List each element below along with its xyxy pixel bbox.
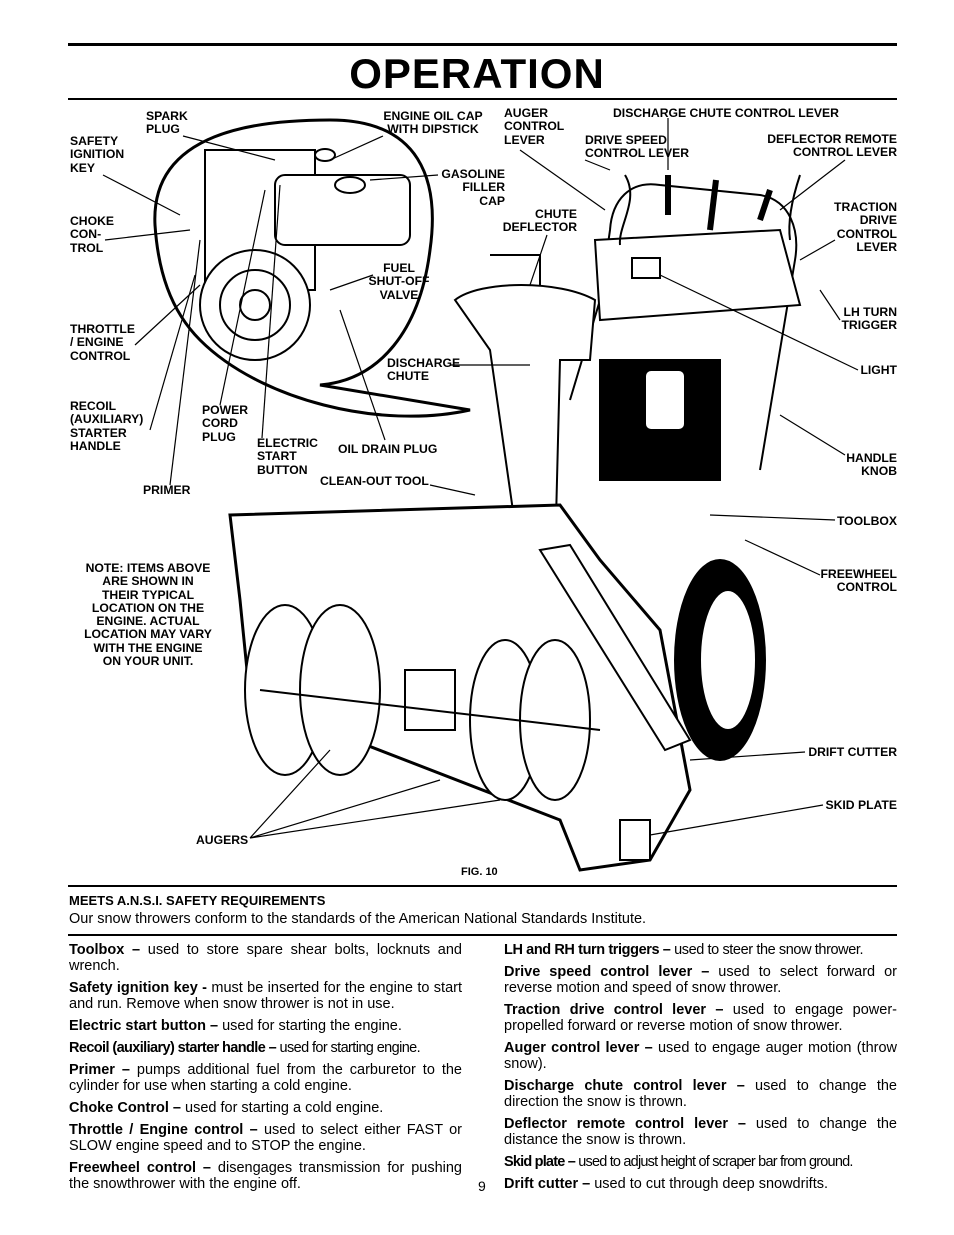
- def-deflector: Deflector remote control lever – used to…: [504, 1116, 897, 1148]
- def-recoil: Recoil (auxiliary) starter handle – used…: [69, 1040, 421, 1056]
- label-light: LIGHT: [860, 363, 897, 377]
- label-freewheel: FREEWHEEL CONTROL: [820, 567, 897, 595]
- label-oil-cap: ENGINE OIL CAP WITH DIPSTICK: [383, 109, 483, 137]
- label-primer: PRIMER: [143, 483, 191, 497]
- label-augers: AUGERS: [196, 833, 249, 847]
- label-power-cord: POWER CORD PLUG: [202, 403, 249, 444]
- light-housing: [631, 257, 661, 279]
- gearbox: [404, 669, 456, 731]
- label-spark-plug: SPARK PLUG: [146, 109, 188, 137]
- handle-left-arm: [569, 183, 798, 471]
- label-chute-lever: DISCHARGE CHUTE CONTROL LEVER: [613, 106, 839, 120]
- def-traction: Traction drive control lever – used to e…: [504, 1002, 897, 1034]
- label-auger-lever: AUGER CONTROL LEVER: [504, 106, 565, 147]
- right-column: LH and RH turn triggers – used to steer …: [504, 942, 897, 1198]
- label-choke: CHOKE CON- TROL: [70, 214, 115, 255]
- label-chute-deflector: CHUTE DEFLECTOR: [502, 207, 577, 235]
- left-column: Toolbox – used to store spare shear bolt…: [69, 942, 462, 1198]
- skid-plate: [619, 819, 651, 861]
- flywheel: [199, 249, 311, 361]
- title-rule: [68, 98, 897, 100]
- def-drift-cutter: Drift cutter – used to cut through deep …: [504, 1176, 829, 1192]
- wheel: [674, 559, 766, 761]
- auger-1: [244, 604, 326, 776]
- fuel-tank: [274, 174, 411, 246]
- label-fuel-valve: FUEL SHUT-OFF VALVE: [368, 261, 430, 302]
- label-recoil: RECOIL (AUXILIARY) STARTER HANDLE: [70, 399, 144, 453]
- def-primer: Primer – pumps additional fuel from the …: [69, 1062, 462, 1094]
- label-lh-trigger: LH TURN TRIGGER: [841, 305, 897, 333]
- label-safety-key: SAFETY IGNITION KEY: [70, 134, 125, 175]
- def-toolbox: Toolbox – used to store spare shear bolt…: [69, 942, 462, 974]
- auger-2: [299, 604, 381, 776]
- page-title: OPERATION: [349, 50, 605, 97]
- def-throttle: Throttle / Engine control – used to sele…: [69, 1122, 462, 1154]
- figure-bottom-rule: [68, 885, 897, 887]
- label-discharge-chute: DISCHARGE CHUTE: [387, 356, 461, 384]
- def-choke: Choke Control – used for starting a cold…: [69, 1100, 384, 1116]
- label-traction-lever: TRACTION DRIVE CONTROL LEVER: [834, 200, 897, 254]
- auger-4: [519, 639, 591, 801]
- drift-cutter-blade: [538, 543, 692, 752]
- chute: [453, 284, 597, 561]
- label-oil-drain: OIL DRAIN PLUG: [338, 442, 438, 456]
- label-throttle: THROTTLE / ENGINE CONTROL: [70, 322, 135, 363]
- def-drive-speed: Drive speed control lever – used to sele…: [504, 964, 897, 996]
- auger-3: [469, 639, 541, 801]
- def-electric-start: Electric start button – used for startin…: [69, 1018, 402, 1034]
- section-rule: [68, 934, 897, 936]
- top-rule: [68, 43, 897, 46]
- def-turn-triggers: LH and RH turn triggers – used to steer …: [504, 942, 864, 958]
- def-freewheel: Freewheel control – disengages transmiss…: [69, 1160, 462, 1192]
- label-skid-plate: SKID PLATE: [825, 798, 897, 812]
- def-skid-plate: Skid plate – used to adjust height of sc…: [504, 1154, 853, 1170]
- label-gas-cap: GASOLINE FILLER CAP: [441, 167, 505, 208]
- label-electric-start: ELECTRIC START BUTTON: [257, 436, 318, 477]
- page-number: 9: [478, 1178, 486, 1194]
- figure-note: NOTE: ITEMS ABOVE ARE SHOWN IN THEIR TYP…: [84, 561, 212, 669]
- figure-caption: FIG. 10: [461, 866, 498, 878]
- def-chute-lever: Discharge chute control lever – used to …: [504, 1078, 897, 1110]
- control-panel: [593, 228, 802, 322]
- label-drift-cutter: DRIFT CUTTER: [808, 745, 897, 759]
- ansi-statement: Our snow throwers conform to the standar…: [69, 911, 647, 927]
- engine-body: [204, 149, 316, 291]
- lever-2: [707, 179, 719, 231]
- lever-3: [757, 189, 773, 221]
- label-deflector-remote: DEFLECTOR REMOTE CONTROL LEVER: [767, 132, 897, 160]
- label-cleanout: CLEAN-OUT TOOL: [320, 474, 429, 488]
- label-handle-knob: HANDLE KNOB: [846, 451, 897, 479]
- def-auger-lever: Auger control lever – used to engage aug…: [504, 1040, 897, 1072]
- auger-housing: [228, 503, 692, 872]
- def-safety-key: Safety ignition key - must be inserted f…: [69, 980, 462, 1012]
- label-drive-speed: DRIVE SPEED CONTROL LEVER: [585, 133, 690, 161]
- unit-engine: [599, 359, 721, 481]
- label-toolbox: TOOLBOX: [836, 514, 897, 528]
- ansi-heading: MEETS A.N.S.I. SAFETY REQUIREMENTS: [69, 893, 326, 908]
